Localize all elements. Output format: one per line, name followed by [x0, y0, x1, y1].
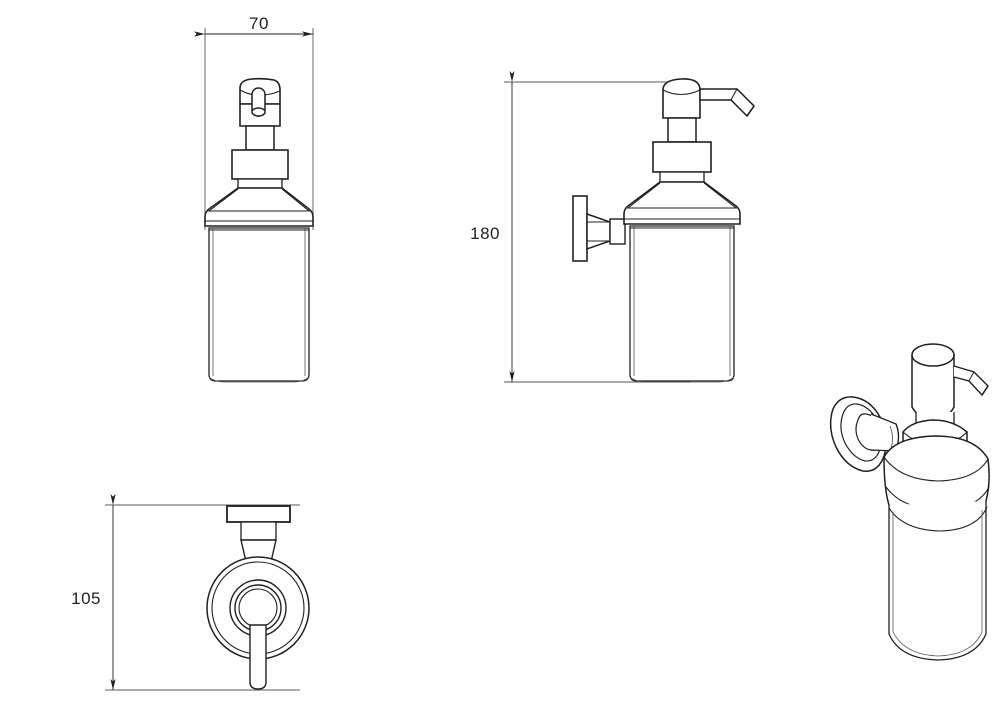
plate-boss — [240, 521, 277, 541]
side-wall-bracket — [572, 195, 626, 262]
glass-tumbler — [629, 225, 735, 382]
collar-step — [659, 171, 705, 183]
front-shoulder — [204, 187, 314, 227]
shoulder-cone — [623, 181, 741, 225]
shoulder-edge-line — [207, 188, 311, 212]
view-top-plan: 105 — [71, 494, 310, 691]
spout-bend-line — [730, 88, 738, 101]
stem — [249, 624, 267, 690]
side-shoulder — [623, 181, 741, 225]
dimension-label-depth: 105 — [71, 589, 101, 608]
iso-pump-head — [911, 343, 989, 420]
dimension-width-70: 70 — [194, 14, 314, 230]
plan-stem — [249, 624, 267, 690]
collar-ring — [231, 149, 289, 180]
glass-inner-bottom — [208, 376, 310, 383]
side-pump-neck — [667, 117, 697, 143]
wall-plate — [572, 195, 588, 262]
view-front-elevation: 70 — [194, 14, 314, 383]
bracket-cone — [586, 212, 611, 251]
bracket-socket — [609, 218, 626, 245]
glass-neck-line — [888, 506, 988, 532]
side-glass-body — [629, 225, 735, 383]
front-pump-head — [239, 77, 281, 127]
dimension-label-height: 180 — [470, 224, 500, 243]
shoulder-cone — [204, 187, 314, 227]
inner-ring-bore — [238, 588, 278, 628]
front-glass-body — [208, 227, 310, 383]
collar-step — [237, 178, 283, 189]
side-collar — [652, 141, 712, 183]
collar-ring — [652, 141, 712, 173]
wall-plate — [226, 505, 291, 523]
side-pump-head — [662, 78, 755, 119]
view-side-elevation: 180 — [470, 71, 755, 383]
pump-head-body — [662, 78, 701, 119]
view-isometric — [829, 343, 990, 661]
spout-tube — [953, 365, 989, 397]
side-spout — [699, 88, 755, 118]
shoulder-edge-line — [883, 456, 989, 482]
spout-tip — [746, 105, 755, 117]
pump-head-dome-line — [662, 89, 701, 96]
spout-tube — [699, 88, 755, 118]
front-collar — [231, 149, 289, 189]
glass-tumbler — [888, 501, 987, 661]
spout-opening — [251, 107, 266, 117]
spout-bend-line — [968, 371, 975, 382]
spout-tip — [981, 385, 989, 396]
dimension-label-width: 70 — [249, 14, 269, 33]
pump-neck — [245, 125, 275, 151]
pump-head-top — [911, 343, 955, 367]
iso-glass-body — [888, 501, 988, 661]
shoulder-edge-line — [626, 182, 738, 209]
front-pump-neck — [245, 125, 275, 151]
plan-flange — [206, 556, 310, 660]
iso-wall-bracket — [829, 396, 900, 472]
glass-tumbler — [208, 227, 310, 382]
glass-inner-bottom — [629, 376, 735, 383]
glass-inner-bottom — [892, 631, 983, 657]
dimension-depth-105: 105 — [71, 494, 300, 691]
